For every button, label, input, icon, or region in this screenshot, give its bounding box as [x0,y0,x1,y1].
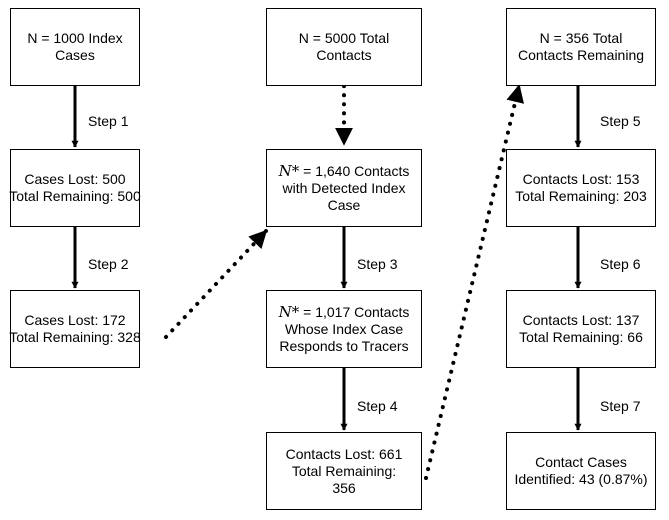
dotted-arrow-index-to-contacts [164,229,268,339]
step-5-label: Step 5 [600,113,641,129]
step-4-result-box: Contacts Lost: 661 Total Remaining: 356 [266,432,422,510]
step-7-label: Step 7 [600,398,641,414]
contacts-remaining-box: N = 356 Total Contacts Remaining [506,8,656,86]
dotted-arrow-remaining-contacts [424,84,525,480]
contact-cases-identified-box: Contact Cases Identified: 43 (0.87%) [506,432,656,510]
step-3-label: Step 3 [357,256,398,272]
step-6-label: Step 6 [600,256,641,272]
index-cases-box: N = 1000 Index Cases [10,8,140,86]
step-5-result-box: Contacts Lost: 153 Total Remaining: 203 [506,149,656,227]
step-1-result-box: Cases Lost: 500 Total Remaining: 500 [9,149,141,227]
step-4-label: Step 4 [357,398,398,414]
detected-index-case-box: N* = 1,640 Contacts with Detected Index … [266,149,422,227]
step-2-label: Step 2 [88,256,129,272]
responds-to-tracers-box: N* = 1,017 Contacts Whose Index Case Res… [266,290,422,368]
total-contacts-box: N = 5000 Total Contacts [266,8,422,86]
step-6-result-box: Contacts Lost: 137 Total Remaining: 66 [506,290,656,368]
step-2-result-box: Cases Lost: 172 Total Remaining: 328 [9,290,141,368]
step-1-label: Step 1 [88,113,129,129]
